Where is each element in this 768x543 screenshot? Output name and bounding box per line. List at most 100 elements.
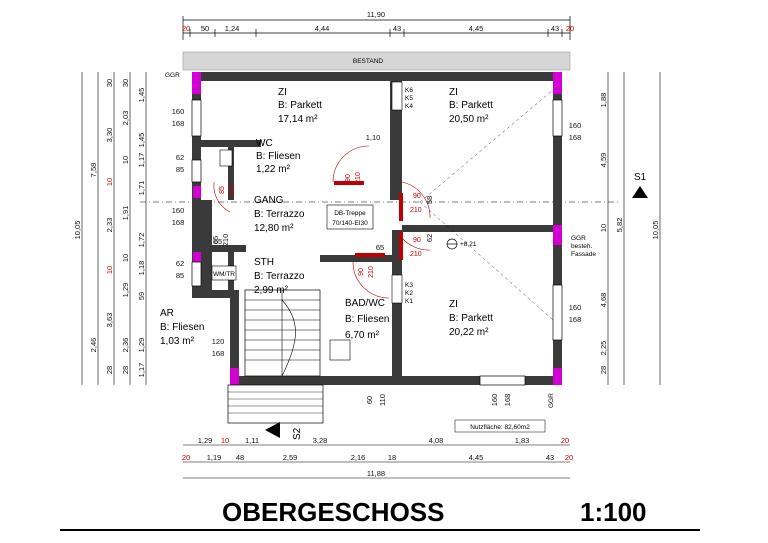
svg-text:1,29: 1,29 [121,283,130,298]
svg-text:59: 59 [137,292,146,300]
svg-text:58: 58 [425,196,434,204]
svg-text:28: 28 [105,366,114,374]
svg-text:210: 210 [355,172,362,184]
room-7-floor: B: Fliesen [345,314,389,325]
left-dimension-texts: 10,05 7,58 2,46 30 3,30 10 2,33 10 3,63 … [73,79,146,377]
svg-text:1,10: 1,10 [366,133,381,142]
svg-text:11,88: 11,88 [367,469,385,478]
svg-text:160: 160 [490,394,499,407]
svg-text:10: 10 [599,224,608,232]
stair-label-2: 70/140-EI30 [332,220,368,227]
top-dim-5: 43 [393,24,401,33]
svg-text:20: 20 [561,436,569,445]
svg-text:168: 168 [569,133,582,142]
svg-text:1,45: 1,45 [137,88,146,103]
room-3-floor: B: Fliesen [256,151,300,162]
room-5-floor: B: Terrazzo [254,271,305,282]
top-dimension-chain: 11,90 20 50 1,24 4,44 43 4,45 43 20 [182,10,574,40]
svg-text:62: 62 [176,153,184,162]
svg-text:65: 65 [211,236,220,244]
svg-text:62: 62 [425,234,434,242]
svg-text:2,36: 2,36 [121,338,130,353]
nutzflaeche-text: Nutzfläche: 82,60m2 [470,424,530,431]
svg-text:3,30: 3,30 [105,128,114,143]
bestand-label: BESTAND [353,58,384,65]
windows [191,99,563,386]
shaft-k6: K6 [405,87,413,94]
svg-text:1,29: 1,29 [198,436,213,445]
svg-text:3,63: 3,63 [105,313,114,328]
svg-text:GGR: GGR [548,393,555,408]
svg-text:10: 10 [105,178,114,186]
top-dim-1: 20 [182,24,190,33]
svg-text:1,91: 1,91 [121,206,130,221]
bottom-dimension-lines [183,444,570,479]
wmtr-label: WM/TR [213,271,235,278]
elevation-marker: +8,21 [446,238,477,250]
room-8-name: ZI [449,299,458,310]
shaft-k2: K2 [405,290,413,297]
svg-text:1,29: 1,29 [137,338,146,353]
room-4-floor: B: Terrazzo [254,209,305,220]
svg-text:1,17: 1,17 [137,153,146,168]
facade-markers [192,72,562,385]
svg-text:90: 90 [413,237,421,244]
shaft-k1: K1 [405,298,413,305]
section-marker-s1: S1 [632,172,648,198]
ggr-right-label: GGR [571,235,586,242]
stair-label-1: DB-Treppe [334,210,366,217]
svg-text:1,71: 1,71 [137,181,146,196]
svg-text:4,68: 4,68 [599,293,608,308]
roof-line-1 [419,89,554,203]
svg-text:43: 43 [546,453,554,462]
svg-text:1,83: 1,83 [515,436,530,445]
svg-text:62: 62 [176,259,184,268]
svg-text:120: 120 [212,337,225,346]
top-dim-2: 50 [201,24,209,33]
right-dimension-lines [607,72,661,385]
svg-text:210: 210 [368,266,375,278]
shaft-column-top: K6 K5 K4 [391,81,413,111]
svg-text:besteh.: besteh. [571,243,593,250]
room-8-floor: B: Parkett [449,313,493,324]
room-3-name: WC [256,138,273,149]
shaft-k3: K3 [405,282,413,289]
svg-text:10: 10 [221,436,229,445]
svg-text:85: 85 [219,186,226,194]
nutzflaeche-box [454,419,546,433]
top-dim-8: 20 [566,24,574,33]
room-6-floor: B: Fliesen [160,322,204,333]
svg-text:10: 10 [121,254,130,262]
svg-text:90: 90 [345,174,352,182]
shaft-k5: K5 [405,95,413,102]
plan-title: OBERGESCHOSS [222,497,445,527]
svg-text:S2: S2 [292,427,303,440]
room-1-floor: B: Parkett [278,100,322,111]
room-4-area: 12,80 m² [254,223,294,234]
room-2-name: ZI [449,87,458,98]
svg-text:2,33: 2,33 [105,218,114,233]
roof-line-2 [419,201,554,321]
bath-fixture [329,339,351,361]
svg-text:4,59: 4,59 [599,153,608,168]
plan-scale: 1:100 [580,497,647,527]
svg-text:S1: S1 [634,172,647,183]
svg-text:210: 210 [410,207,422,214]
svg-text:168: 168 [503,394,512,407]
room-4-name: GANG [254,195,284,206]
svg-text:1,17: 1,17 [137,363,146,378]
room-labels: ZI B: Parkett 17,14 m² ZI B: Parkett 20,… [160,87,493,347]
svg-text:48: 48 [236,453,244,462]
svg-text:160: 160 [569,303,582,312]
bottom-dimension-texts: 1,29 10 1,11 3,28 4,08 1,83 20 20 1,19 4… [182,436,573,478]
window-dimensions: 160 168 160 168 160 168 160 168 62 85 62… [172,107,582,408]
left-dimension-lines [81,72,147,385]
svg-text:1,11: 1,11 [245,436,259,445]
svg-text:1,88: 1,88 [599,93,608,108]
svg-text:168: 168 [172,119,185,128]
svg-text:1,72: 1,72 [137,233,146,248]
toilet-fixture [219,149,233,167]
svg-text:3,28: 3,28 [313,436,328,445]
svg-text:2,59: 2,59 [283,453,298,462]
existing-building-strip [182,51,571,71]
